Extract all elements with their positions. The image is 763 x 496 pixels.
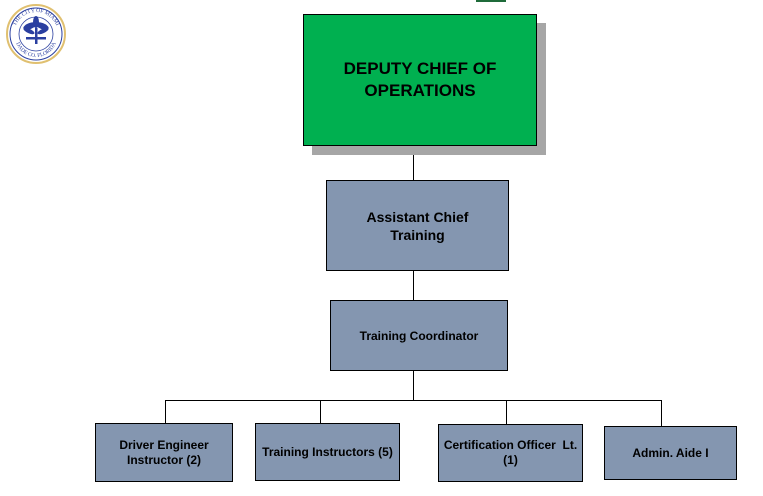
assistant-chief-box: Assistant Chief Training [326,180,509,271]
certification-officer-box: Certification Officer Lt. (1) [438,424,583,482]
training-instructors-box: Training Instructors (5) [255,423,400,481]
connector-line [165,400,166,423]
driver-engineer-box: Driver Engineer Instructor (2) [95,423,233,482]
connector-line [661,400,662,426]
box-title: Assistant Chief Training [366,208,469,243]
connector-line [506,400,507,424]
city-seal-logo: THE CITY OF MIAMI DADE CO. FLORIDA [6,4,66,64]
deputy-chief-box: DEPUTY CHIEF OF OPERATIONS [303,14,537,146]
connector-line [413,271,414,300]
box-title: DEPUTY CHIEF OF OPERATIONS [343,59,497,100]
box-title: Driver Engineer Instructor (2) [119,437,209,467]
top-edge-mark [476,0,506,2]
box-title: Training Coordinator [359,328,479,343]
connector-line [320,400,321,423]
admin-aide-box: Admin. Aide I [604,426,737,480]
connector-line [413,146,414,180]
box-title: Training Instructors (5) [262,445,393,459]
training-coordinator-box: Training Coordinator [330,300,508,371]
connector-line [165,400,662,401]
connector-line [413,371,414,400]
box-title: Certification Officer Lt. (1) [443,438,581,467]
box-title: Admin. Aide I [632,446,709,460]
